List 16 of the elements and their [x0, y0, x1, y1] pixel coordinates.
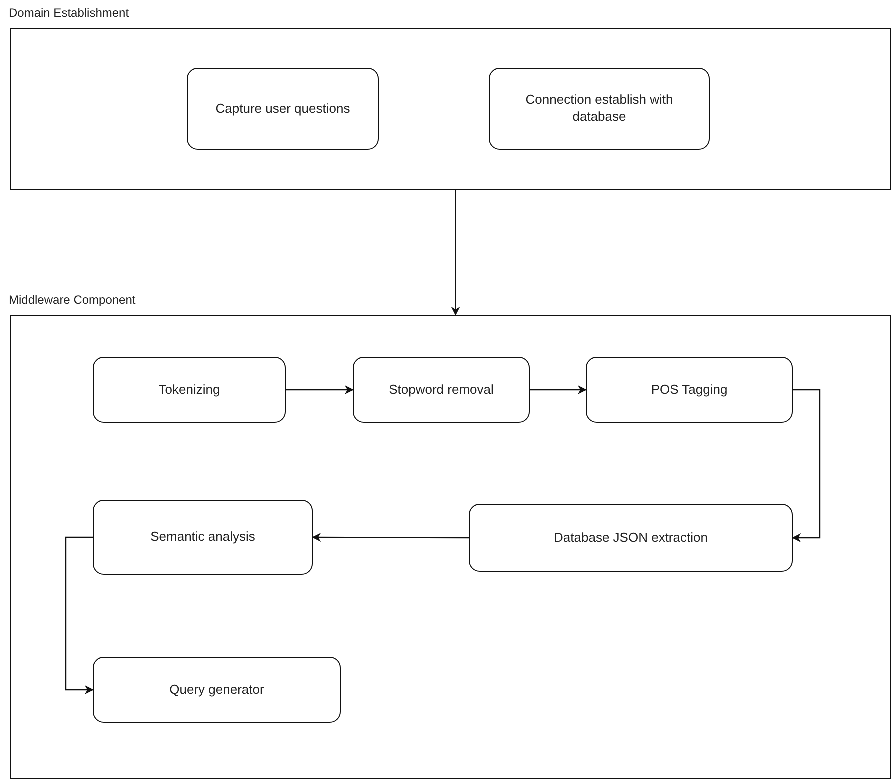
arrow	[65, 536, 94, 694]
process-box: Stopword removal	[353, 357, 530, 423]
process-box: Semantic analysis	[93, 500, 313, 575]
arrow	[286, 386, 354, 394]
process-box: Database JSON extraction	[469, 504, 793, 572]
process-box: POS Tagging	[586, 357, 793, 423]
arrow	[312, 533, 469, 542]
process-box: Tokenizing	[93, 357, 286, 423]
process-box: Connection establish with database	[489, 68, 710, 150]
arrow	[530, 386, 587, 394]
group-heading: Middleware Component	[9, 293, 136, 307]
process-box: Query generator	[93, 657, 341, 723]
group-heading: Domain Establishment	[9, 6, 130, 20]
arrow	[451, 190, 460, 316]
process-box: Capture user questions	[187, 68, 379, 150]
arrow	[792, 389, 821, 542]
